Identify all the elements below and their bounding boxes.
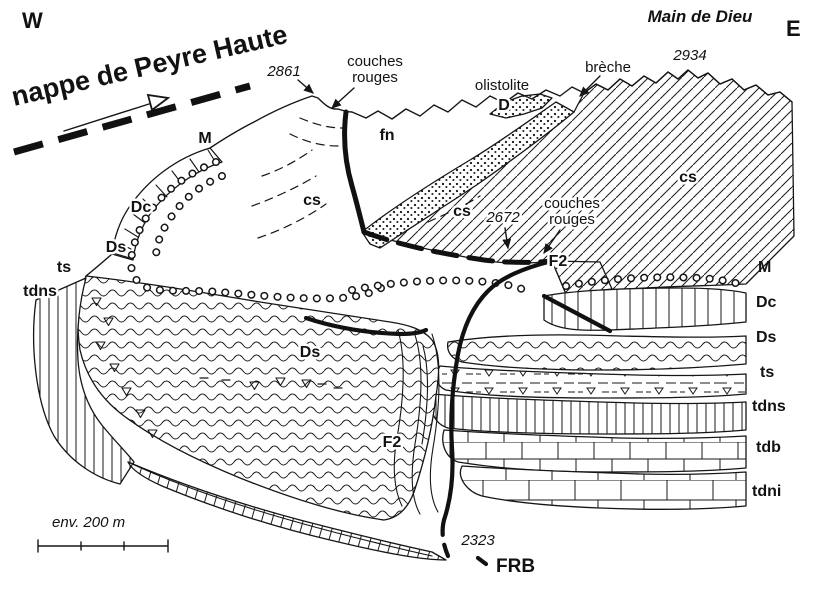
elevation-2323-label: 2323: [460, 532, 495, 549]
tdns-band-right: [430, 393, 747, 435]
couches-rouges-right-line2: rouges: [549, 211, 595, 228]
fault-f2-line: [441, 258, 555, 523]
elevation-2861-label: 2861: [266, 63, 300, 80]
elevation-2861-arrow: [297, 79, 314, 94]
nappe-thrust-dashed-line: [13, 82, 251, 156]
couches-rouges-left-line2: rouges: [352, 69, 398, 86]
bottom-fringe-hatch: [127, 461, 447, 561]
central-synform-lines: [393, 329, 440, 515]
dc-wedge-bold-line: [541, 293, 613, 334]
nappe-transport-arrow-head: [146, 93, 171, 112]
ts-band-right: [435, 365, 747, 399]
unit-label-tdns-left: tdns: [23, 283, 57, 300]
elevation-2672-arrow: [502, 227, 512, 250]
base-boundary-line: [127, 461, 433, 557]
peak-name-label: Main de Dieu: [648, 7, 753, 26]
left-cs-dashed-beds: [251, 117, 481, 239]
olistolite-block-label: D: [498, 97, 510, 114]
cs-label-center: cs: [453, 203, 471, 220]
unit-label-ds-left: Ds: [106, 239, 127, 256]
unit-label-ds-center: Ds: [300, 344, 321, 361]
unit-label-tdb-right: tdb: [756, 439, 781, 456]
frb-tick-mark: [475, 555, 489, 567]
unit-label-ts-left: ts: [57, 259, 71, 276]
frb-fault-dashed-line: [440, 517, 451, 559]
couches-rouges-left-line1: couches: [347, 53, 403, 70]
fn-label: fn: [379, 127, 394, 144]
conglomerate-circle-chains: [126, 158, 750, 303]
orientation-east-label: E: [786, 16, 801, 41]
breche-arrow: [579, 75, 601, 97]
breche-label: brèche: [585, 59, 631, 76]
dc-band-right: [543, 287, 747, 331]
mid-fault-line: [303, 315, 429, 337]
couches-rouges-right-arrow: [543, 229, 561, 254]
f2-label-upper: F2: [549, 253, 568, 270]
ds-wavy-region: [77, 275, 440, 521]
unit-label-dc-left: Dc: [131, 199, 152, 216]
unit-label-m-left: M: [198, 130, 211, 147]
couches-rouges-right-line1: couches: [544, 195, 600, 212]
left-edge-hatch-band: [32, 277, 135, 485]
tdb-band-right: [442, 429, 747, 473]
scale-label: env. 200 m: [52, 514, 125, 531]
ds-band-right: [446, 334, 747, 371]
couches-rouges-left-arrow: [331, 87, 355, 109]
unit-label-ts-right: ts: [760, 364, 774, 381]
ts-triangle-marks: [91, 297, 345, 439]
unit-label-dc-right: Dc: [756, 294, 777, 311]
frb-label: FRB: [496, 556, 535, 577]
nappe-thrust-symbol: [13, 82, 251, 156]
unit-label-tdni-right: tdni: [752, 483, 781, 500]
annotation-arrows: [297, 75, 601, 254]
peak-elevation-label: 2934: [672, 47, 706, 64]
olistolite-label: olistolite: [475, 77, 529, 94]
elevation-2672-label: 2672: [485, 209, 520, 226]
nappe-sole-line: [342, 109, 367, 235]
skyline-ridge-line: [85, 69, 793, 277]
unit-label-tdns-right: tdns: [752, 398, 786, 415]
thrust-dashed-line: [361, 229, 555, 265]
unit-label-ds-right: Ds: [756, 329, 777, 346]
breccia-dotted-band: [361, 101, 575, 249]
tdni-band-right: [459, 465, 747, 510]
cs-label-left: cs: [303, 192, 321, 209]
nappe-transport-arrow-shaft: [63, 103, 150, 132]
cs-hatched-slope: [363, 69, 795, 295]
scale-bar: [37, 539, 169, 553]
orientation-west-label: W: [22, 8, 43, 33]
olistolite-block: [489, 93, 553, 119]
f2-label-lower: F2: [383, 434, 402, 451]
cs-label-right: cs: [679, 169, 697, 186]
unit-label-m-right: M: [758, 259, 771, 276]
